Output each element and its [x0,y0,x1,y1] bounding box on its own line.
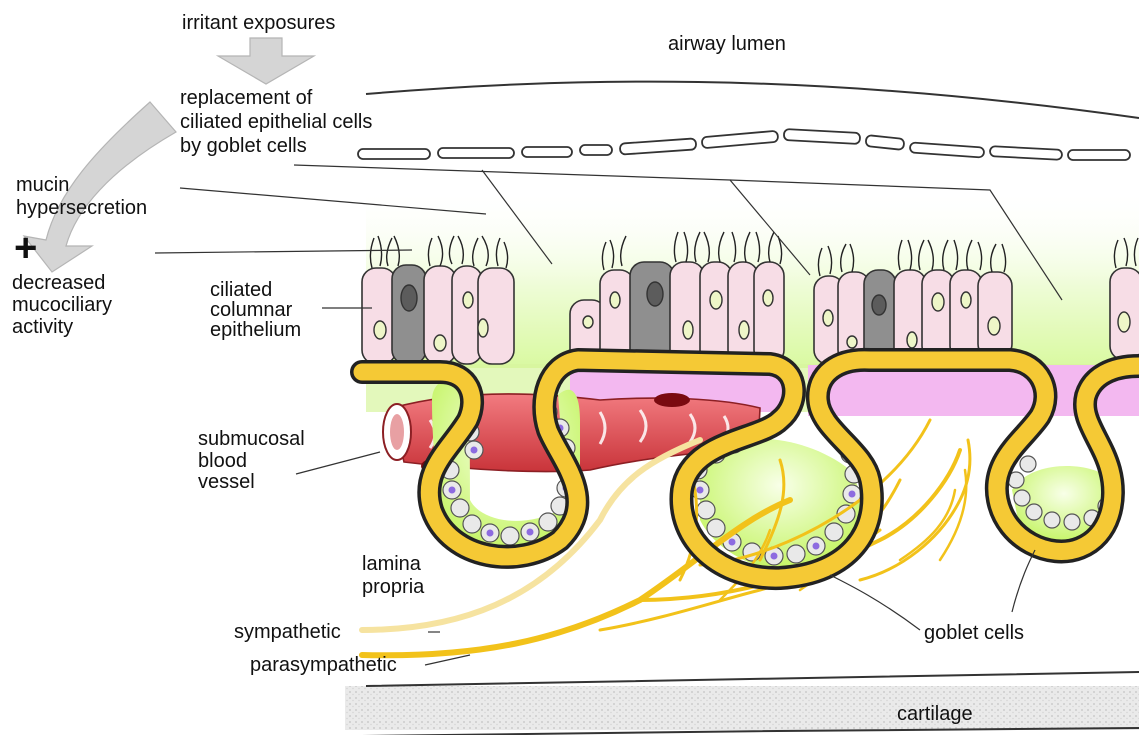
ciliated-label-line2: columnar [210,299,292,321]
decreased-label-line2: mucociliary [12,294,112,316]
lamina-label-line2: propria [362,576,424,598]
sympathetic-label: sympathetic [234,621,341,643]
ciliated-label-line1: ciliated [210,279,272,301]
mucus-layer-dashes [358,129,1130,160]
airway-surface-line [366,82,1139,118]
replacement-label-line1: replacement of [180,87,312,109]
goblet-cells-label: goblet cells [924,622,1024,644]
parasympathetic-label: parasympathetic [250,654,397,676]
decreased-label-line3: activity [12,316,73,338]
cartilage-label: cartilage [897,703,973,725]
submucosal-label-line3: vessel [198,471,255,493]
lamina-label-line1: lamina [362,553,421,575]
down-arrow [218,38,314,84]
ciliated-label-line3: epithelium [210,319,301,341]
plus-sign: + [14,228,37,268]
replacement-label-line3: by goblet cells [180,135,307,157]
submucosal-label-line2: blood [198,450,247,472]
decreased-label-line1: decreased [12,272,105,294]
cartilage-band [345,672,1139,735]
airway-lumen-label: airway lumen [668,33,786,55]
mucin-label-line2: hypersecretion [16,197,147,219]
mucin-label-line1: mucin [16,174,69,196]
replacement-label-line2: ciliated epithelial cells [180,111,372,133]
irritant-exposures-label: irritant exposures [182,12,335,34]
submucosal-label-line1: submucosal [198,428,305,450]
